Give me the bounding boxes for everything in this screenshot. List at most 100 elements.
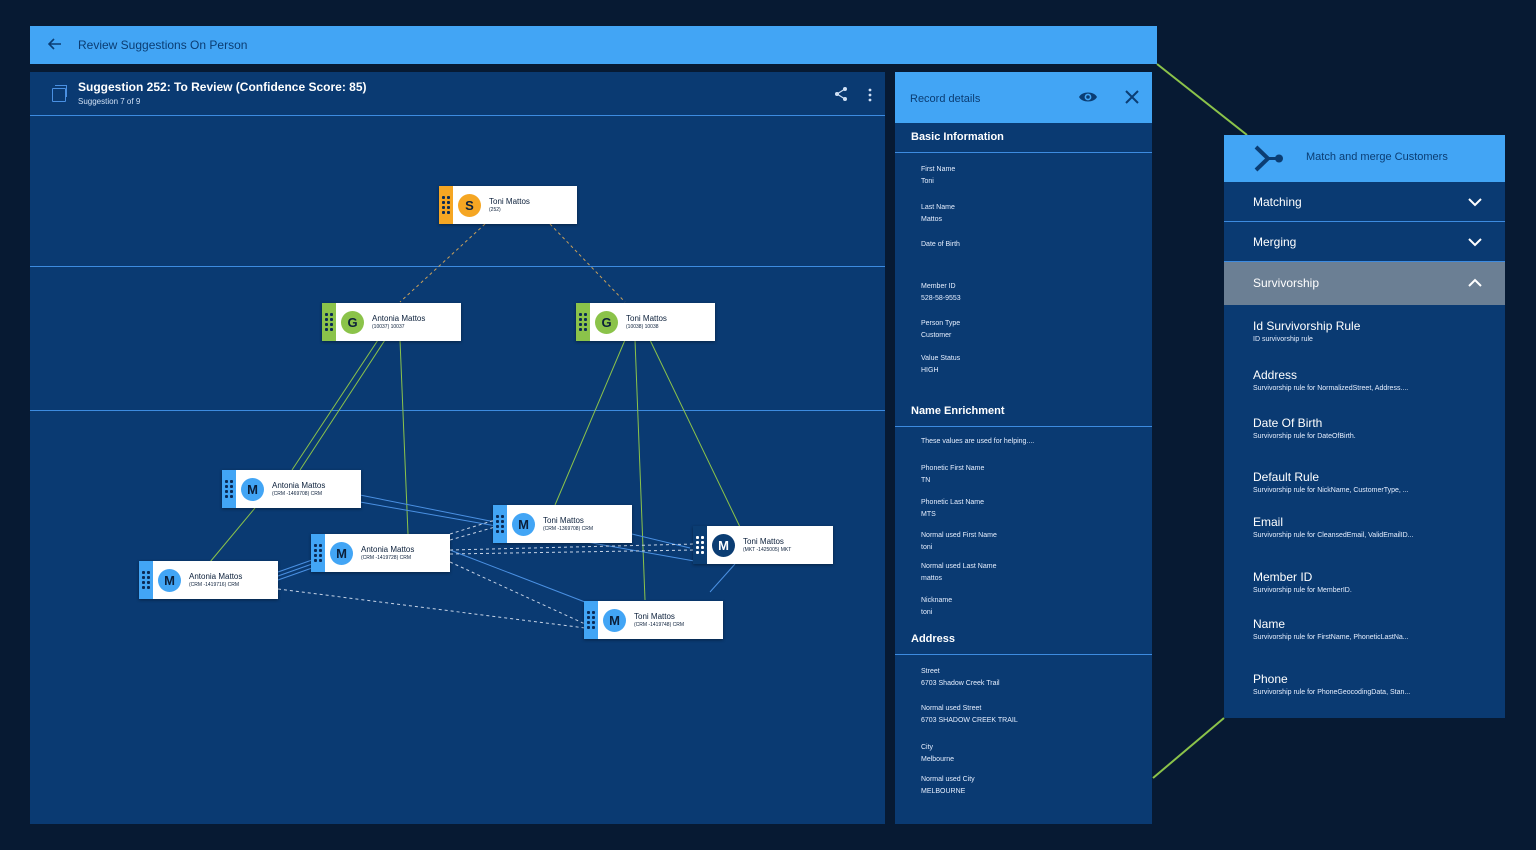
graph-node[interactable]: M Toni Mattos(MKT -1425005) MKT [693, 526, 833, 564]
drag-handle-icon[interactable] [222, 470, 236, 508]
graph-node[interactable]: M Antonia Mattos(CRM -1469708) CRM [222, 470, 361, 508]
graph-node[interactable]: M Toni Mattos(CRM -1419748) CRM [584, 601, 723, 639]
accordion-merging[interactable]: Merging [1224, 222, 1505, 262]
avatar: M [712, 533, 735, 557]
chevron-down-icon [1467, 235, 1483, 247]
node-name: Toni Mattos [634, 612, 675, 621]
node-name: Antonia Mattos [272, 481, 326, 490]
record-details-title: Record details [910, 93, 981, 105]
match-merge-title: Match and merge Customers [1306, 151, 1448, 163]
node-name: Toni Mattos [543, 516, 584, 525]
drag-handle-icon[interactable] [139, 561, 153, 599]
eye-icon[interactable] [1078, 89, 1098, 105]
node-name: Antonia Mattos [361, 545, 415, 554]
lane-divider [30, 410, 885, 411]
graph-edges [209, 223, 741, 629]
avatar: M [330, 541, 353, 565]
accordion-matching[interactable]: Matching [1224, 182, 1505, 222]
suggestion-count: Suggestion 7 of 9 [78, 97, 141, 106]
node-name: Toni Mattos [743, 537, 784, 546]
node-id: (252) [489, 207, 501, 213]
top-bar: Review Suggestions On Person [30, 26, 1157, 64]
graph-node[interactable]: M Antonia Mattos(CRM -1419728) CRM [311, 534, 450, 572]
drag-handle-icon[interactable] [584, 601, 598, 639]
graph-header: Suggestion 252: To Review (Confidence Sc… [30, 72, 885, 116]
node-id: (MKT -1425005) MKT [743, 547, 792, 553]
drag-handle-icon[interactable] [311, 534, 325, 572]
node-name: Toni Mattos [626, 314, 667, 323]
back-arrow-icon[interactable] [47, 37, 64, 53]
node-id: (10037) 10037 [372, 324, 405, 330]
drag-handle-icon[interactable] [493, 505, 507, 543]
lane-divider [30, 266, 885, 267]
field-date-of-birth: Date of Birth [921, 241, 960, 248]
chevron-up-icon [1467, 276, 1483, 288]
section-address: Address [895, 625, 1152, 655]
more-vert-icon[interactable] [866, 87, 874, 103]
suggestion-graph-panel: Suggestion 252: To Review (Confidence Sc… [30, 72, 885, 824]
node-id: (CRM -1469708) CRM [272, 491, 323, 497]
avatar: M [158, 568, 181, 592]
graph-node[interactable]: S Toni Mattos(252) [439, 186, 577, 224]
enrichment-note: These values are used for helping.... [921, 438, 1035, 445]
graph-node[interactable]: M Antonia Mattos(CRM -1419716) CRM [139, 561, 278, 599]
avatar: G [341, 310, 364, 334]
node-name: Antonia Mattos [372, 314, 426, 323]
match-merge-panel: Match and merge Customers Matching Mergi… [1224, 135, 1505, 718]
node-id: (CRM -1369708) CRM [543, 526, 594, 532]
drag-handle-icon[interactable] [439, 186, 453, 224]
node-id: (CRM -1419728) CRM [361, 555, 412, 561]
avatar: M [603, 608, 626, 632]
page-title: Review Suggestions On Person [78, 38, 248, 52]
match-merge-header: Match and merge Customers [1224, 135, 1505, 182]
node-name: Antonia Mattos [189, 572, 243, 581]
share-icon[interactable] [833, 86, 849, 102]
section-basic-information: Basic Information [895, 123, 1152, 153]
copy-icon[interactable] [52, 85, 67, 102]
accordion-survivorship[interactable]: Survivorship [1224, 262, 1505, 305]
suggestion-title: Suggestion 252: To Review (Confidence Sc… [78, 80, 367, 94]
drag-handle-icon[interactable] [322, 303, 336, 341]
avatar: M [512, 512, 535, 536]
close-icon[interactable] [1124, 89, 1140, 105]
merge-icon [1254, 145, 1284, 172]
record-details-header: Record details [895, 72, 1152, 123]
graph-node[interactable]: M Toni Mattos(CRM -1369708) CRM [493, 505, 632, 543]
record-details-panel: Record details Basic Information First N… [895, 72, 1152, 824]
node-id: (CRM -1419716) CRM [189, 582, 240, 588]
drag-handle-icon[interactable] [693, 526, 707, 564]
avatar: G [595, 310, 618, 334]
node-name: Toni Mattos [489, 197, 530, 206]
graph-node[interactable]: G Antonia Mattos(10037) 10037 [322, 303, 461, 341]
graph-node[interactable]: G Toni Mattos(10038) 10038 [576, 303, 715, 341]
node-id: (10038) 10038 [626, 324, 659, 330]
section-name-enrichment: Name Enrichment [895, 397, 1152, 427]
avatar: M [241, 477, 264, 501]
avatar: S [458, 193, 481, 217]
node-id: (CRM -1419748) CRM [634, 622, 685, 628]
drag-handle-icon[interactable] [576, 303, 590, 341]
